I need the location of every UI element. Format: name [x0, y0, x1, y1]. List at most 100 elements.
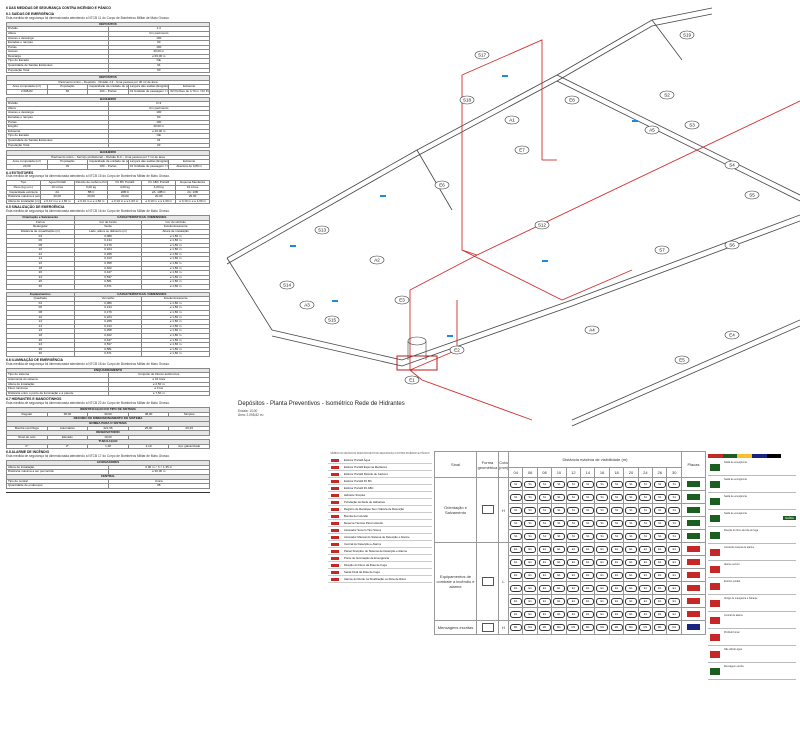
sign-chip: S1 — [538, 506, 551, 514]
building-outline — [226, 7, 800, 427]
strip-note: Abrigo de mangueira e hidrante — [724, 597, 758, 600]
sign-chip-cell: E1 — [666, 594, 682, 608]
sign-chip-cell: E1 — [507, 568, 524, 582]
sign-chip-cell: E1 — [536, 594, 553, 608]
marker-s14: S14 — [279, 280, 295, 290]
sign-chip: E1 — [653, 571, 666, 579]
sign-chip: M1 — [538, 624, 551, 631]
hydrant-pipe — [409, 39, 800, 421]
sign-chip-cell: E1 — [580, 555, 596, 569]
sign-chip-cell: S1 — [507, 529, 524, 543]
legend-symbol-icon — [328, 549, 342, 554]
legend-symbol-icon — [328, 542, 342, 547]
sign-chip: E1 — [639, 584, 652, 592]
sign-chip: E1 — [639, 610, 652, 618]
strip-item: Abrigo de mangueira e hidrante — [708, 595, 796, 612]
sign-chip: S1 — [624, 493, 637, 501]
table-cell: 1,48 — [87, 443, 129, 450]
sign-chip: S1 — [610, 480, 623, 488]
marker-e2: E2 — [449, 345, 465, 355]
sign-chip: E1 — [581, 558, 594, 566]
marker-label: S7 — [659, 248, 665, 253]
sign-chip: S1 — [509, 480, 522, 488]
sign-chip: E1 — [668, 584, 681, 592]
distance-cell: 14 — [580, 467, 596, 478]
marker-label: S4 — [729, 163, 735, 168]
signal-type: Equipamentos de combate a incêndio e ala… — [434, 542, 477, 621]
marker-label: S19 — [683, 33, 692, 38]
table-cell: Capacidade da unidade de passagem — [87, 159, 129, 165]
shape-icon — [476, 477, 499, 543]
sign-chip: E1 — [624, 597, 637, 605]
sign-chip-cell: M1 — [580, 620, 596, 635]
marker-label: A1 — [509, 118, 515, 123]
placa-cell — [681, 477, 706, 491]
sign-chip: S1 — [581, 506, 594, 514]
strip-note: Saída de emergência — [724, 478, 747, 481]
sign-chip-cell: E1 — [536, 607, 553, 621]
sign-chip-cell: S1 — [536, 516, 553, 530]
shape-icon — [476, 620, 499, 635]
sign-chip: E1 — [610, 545, 623, 553]
marker-s3: S3 — [684, 120, 700, 130]
sign-icon — [708, 513, 722, 523]
sign-chip: S1 — [509, 519, 522, 527]
sign-chip: E1 — [581, 597, 594, 605]
sign-chip: S1 — [538, 532, 551, 540]
legend-label: Acionador Manual do Sistema de Detecção … — [344, 535, 410, 539]
legend-item: Extintor Portátil Água — [328, 457, 432, 464]
sign-chip: S1 — [668, 519, 681, 527]
placa-cell — [681, 542, 706, 556]
sign-chip-cell: S1 — [666, 503, 682, 517]
sign-icon — [708, 496, 722, 506]
sign-chip: S1 — [596, 493, 609, 501]
sign-chip-cell: S1 — [522, 477, 538, 491]
sign-chip-cell: E1 — [594, 542, 610, 556]
table-cell: 2" — [6, 443, 48, 450]
sign-chip: E1 — [509, 558, 522, 566]
sign-chip-cell: E1 — [608, 607, 625, 621]
sign-chip-cell: S1 — [652, 503, 668, 517]
color-swatch — [737, 454, 753, 458]
table-cell: 30 — [6, 351, 75, 357]
sign-chip: S1 — [610, 532, 623, 540]
sign-chip-cell: E1 — [551, 581, 567, 595]
legend-symbol-icon — [328, 458, 342, 463]
sign-chip-cell: E1 — [652, 555, 668, 569]
placa-cell — [681, 490, 706, 504]
sign-chip-cell: E1 — [666, 607, 682, 621]
sign-chip: E1 — [624, 545, 637, 553]
drawing-title: Depósitos - Planta Preventivos - Isométr… — [238, 401, 405, 407]
sign-chip-cell: E1 — [580, 542, 596, 556]
sign-chip-cell: S1 — [594, 529, 610, 543]
sign-chip: E1 — [653, 558, 666, 566]
sign-chip: S1 — [596, 506, 609, 514]
sign-chip: S1 — [610, 506, 623, 514]
sign-chip: E1 — [610, 610, 623, 618]
sign-chip-cell: S1 — [565, 503, 582, 517]
marker-a2: A2 — [369, 255, 385, 265]
sign-chip-cell: E1 — [637, 607, 654, 621]
marker-label: E5 — [679, 358, 685, 363]
marker-label: S18 — [463, 98, 472, 103]
sign-chip-cell: E1 — [623, 607, 639, 621]
sign-chip: S1 — [552, 519, 565, 527]
legend-item: Alarme de Ruído na Sinalização ou Rota d… — [328, 576, 432, 583]
marker-label: S3 — [689, 123, 695, 128]
table-cell: ≥ 0,10 m e ≤ 1,60 m — [141, 198, 177, 205]
strip-item: Comando manual de alarme — [708, 544, 796, 561]
sign-chip: S1 — [524, 480, 537, 488]
sign-chip: E1 — [668, 558, 681, 566]
sign-chip: S1 — [524, 519, 537, 527]
sign-chip-cell: S1 — [522, 529, 538, 543]
sign-chip-cell: S1 — [637, 516, 654, 530]
